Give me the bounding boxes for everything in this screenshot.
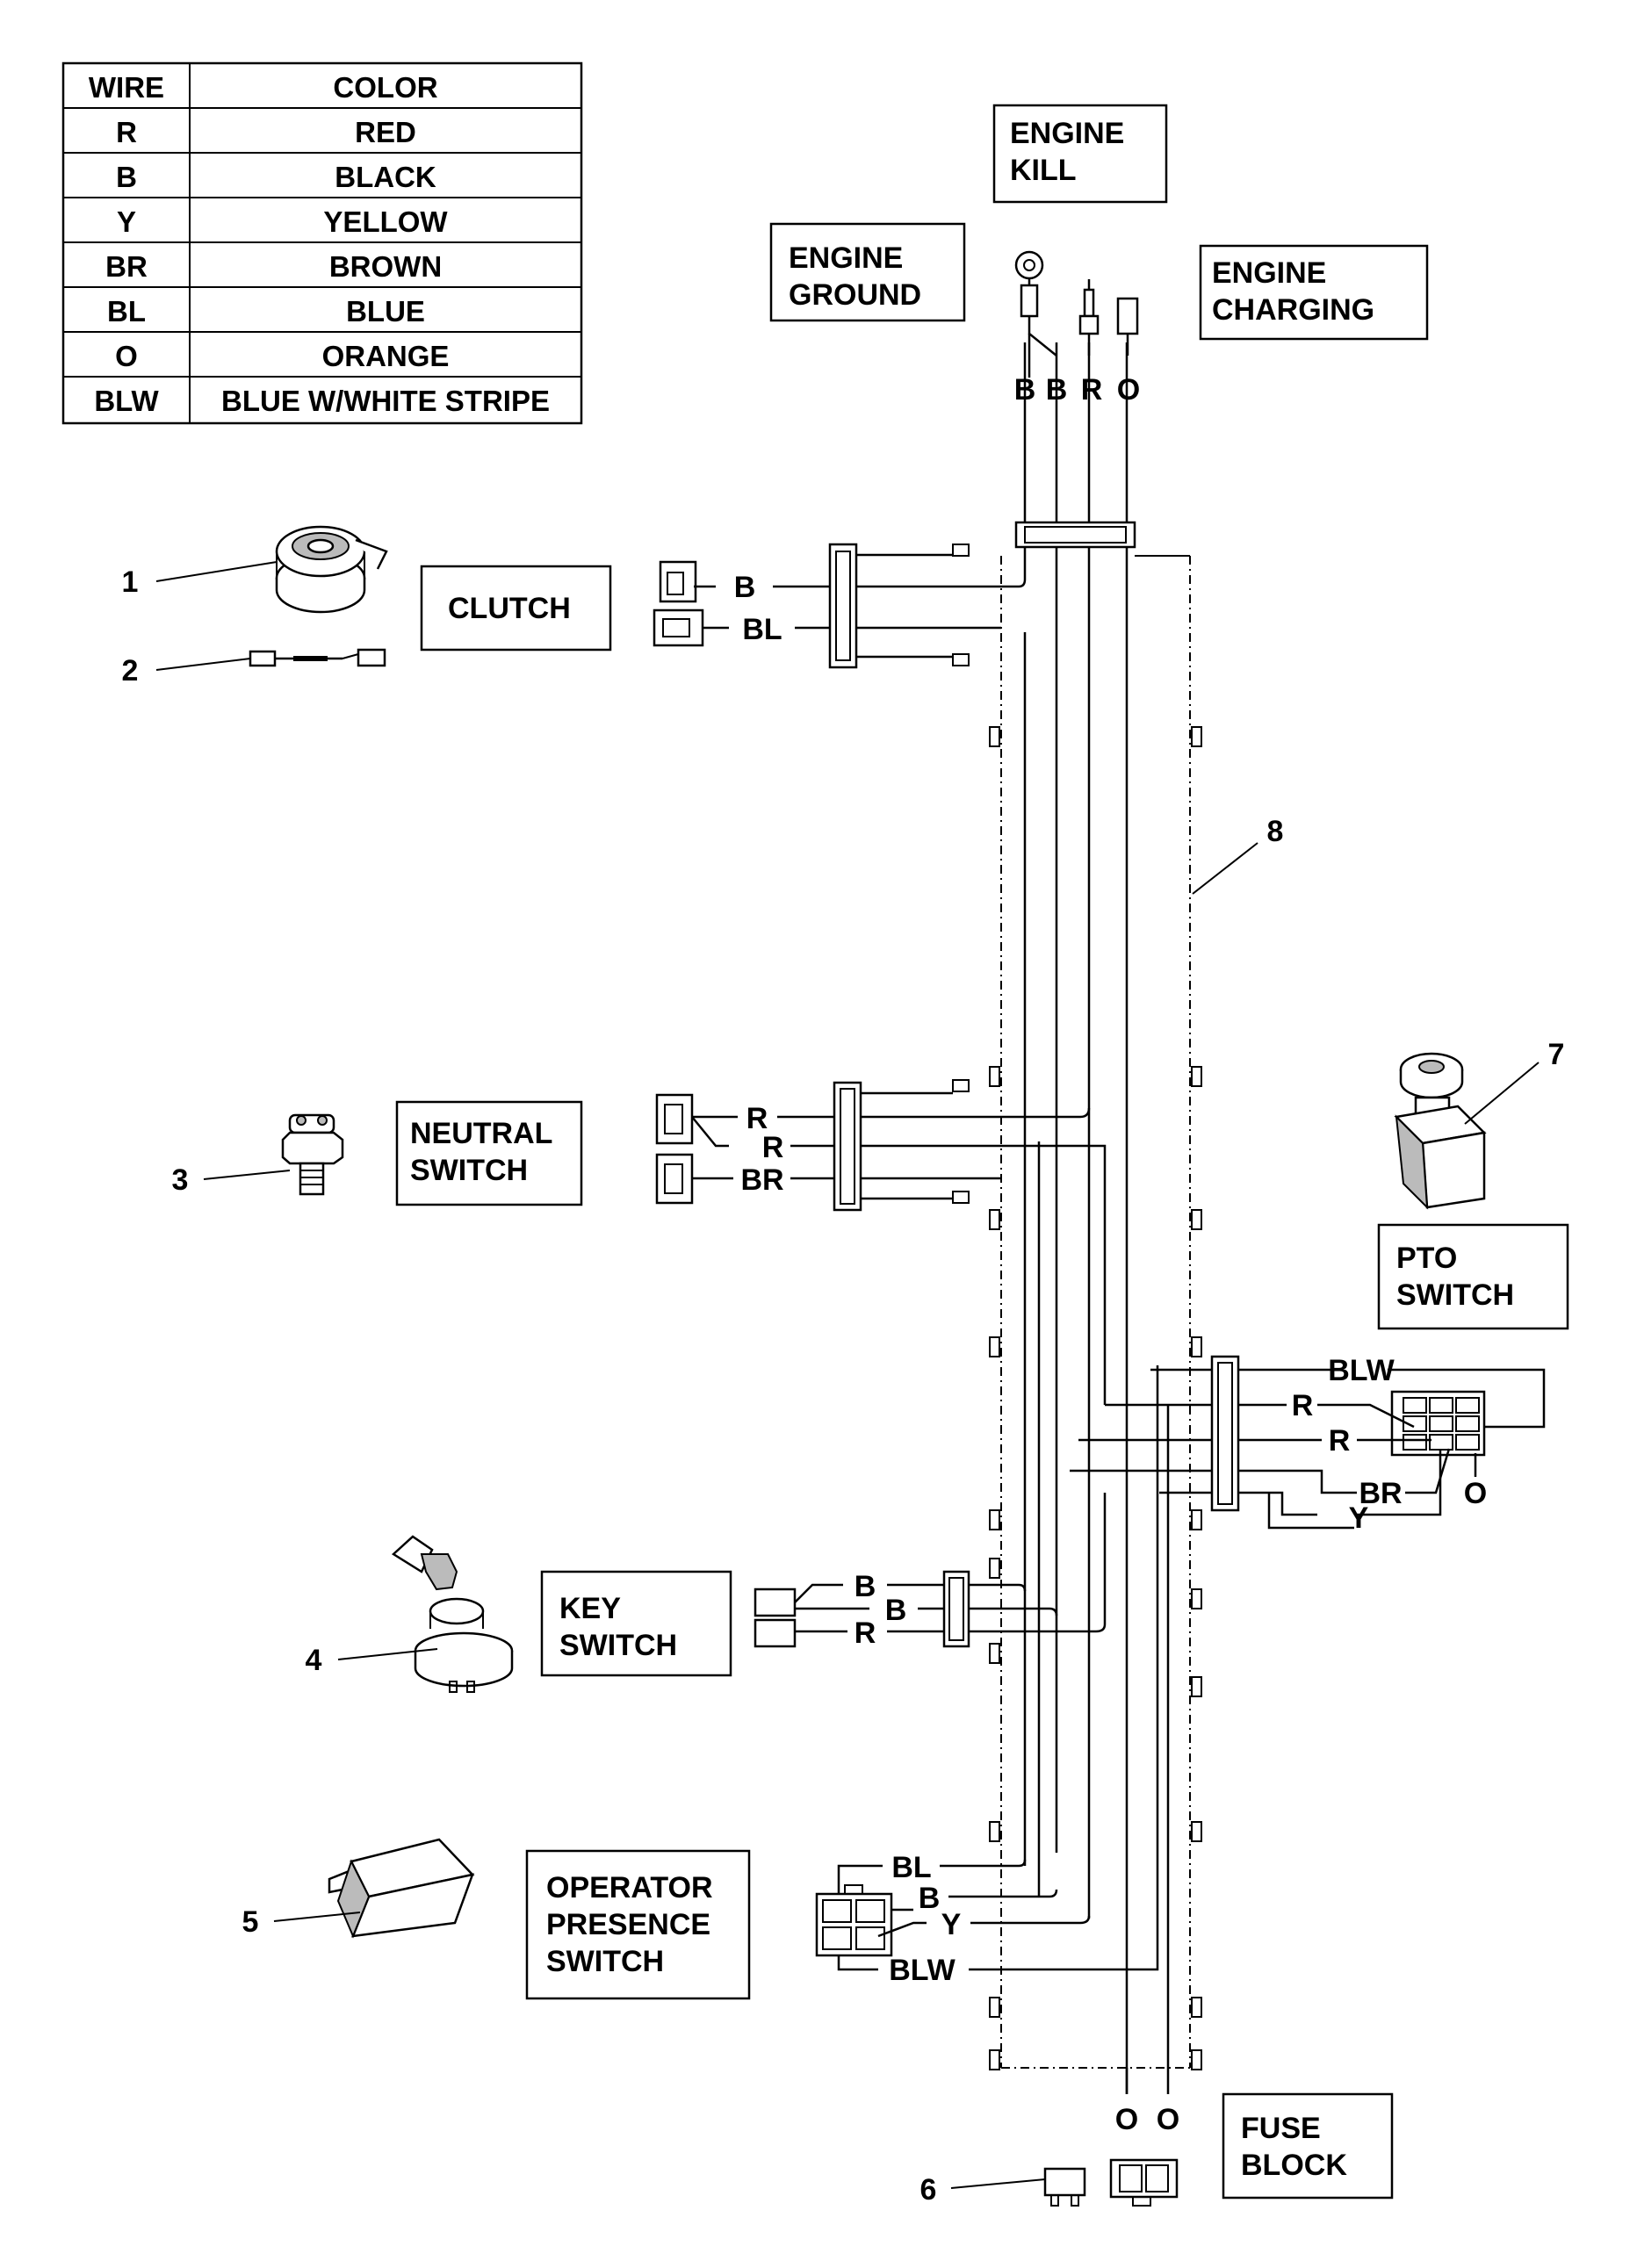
wire-label: O: [1157, 2103, 1179, 2136]
clutch-part-image: [275, 525, 388, 614]
neutral-switch-part-image: [281, 1113, 344, 1196]
neutral-switch-box: NEUTRAL SWITCH: [395, 1100, 583, 1206]
clutch-label: CLUTCH: [448, 592, 571, 625]
operator-presence-label-2: PRESENCE: [546, 1908, 710, 1941]
fuse-block-label-1: FUSE: [1241, 2112, 1321, 2145]
engine-wire-labels: B B R O: [1014, 373, 1141, 407]
callout-7: 7: [1548, 1038, 1565, 1071]
engine-ground-label-1: ENGINE: [789, 241, 903, 275]
key-switch-label-1: KEY: [559, 1592, 621, 1625]
legend-code: R: [116, 116, 137, 148]
wire-label: BR: [1359, 1477, 1402, 1510]
clutch-box: CLUTCH: [420, 565, 612, 652]
callout-5: 5: [242, 1905, 259, 1939]
callout-1: 1: [122, 565, 139, 599]
wire-label: B: [1014, 373, 1036, 407]
operator-presence-label-3: SWITCH: [546, 1945, 664, 1978]
legend-color: RED: [355, 116, 416, 148]
wire-label: Y: [941, 1908, 962, 1941]
fuse-part-image: [1043, 2167, 1086, 2207]
key-switch-connector: B B R: [754, 1493, 1107, 1650]
harness-clips: [952, 544, 1202, 2070]
engine-kill-label-2: KILL: [1010, 154, 1077, 187]
main-harness: [952, 342, 1202, 2094]
callouts: 1 2 3 4 5 6 7 8: [122, 561, 1565, 2207]
legend-code: Y: [117, 205, 136, 238]
engine-ground-label-2: GROUND: [789, 278, 921, 312]
legend-color: BLUE: [346, 295, 425, 328]
pto-switch-connector: BLW R R BR Y O: [1070, 1354, 1546, 1535]
neutral-switch-label-1: NEUTRAL: [410, 1117, 552, 1150]
wire-label: R: [1081, 373, 1103, 407]
jumper-part-image: [249, 648, 386, 667]
operator-presence-part-image: [328, 1838, 475, 1939]
legend-code: O: [115, 340, 138, 372]
key-switch-label-2: SWITCH: [559, 1629, 677, 1662]
wire-label: R: [1329, 1424, 1351, 1458]
legend-code: BLW: [94, 385, 159, 417]
engine-ground-box: ENGINE GROUND: [769, 222, 966, 322]
wire-label: O: [1117, 373, 1140, 407]
fuse-block-box: FUSE BLOCK: [1222, 2092, 1394, 2200]
wire-label: BLW: [889, 1954, 956, 1987]
legend-color: BLACK: [335, 161, 436, 193]
wire-label: R: [746, 1102, 768, 1135]
engine-kill-label-1: ENGINE: [1010, 117, 1124, 150]
callout-4: 4: [306, 1644, 322, 1677]
operator-presence-label-1: OPERATOR: [546, 1871, 713, 1904]
legend-code: BR: [105, 250, 148, 283]
wire-label: BL: [891, 1851, 931, 1884]
pto-switch-part-image: [1394, 1052, 1487, 1210]
wire-label: R: [762, 1131, 784, 1164]
legend-color: ORANGE: [322, 340, 450, 372]
neutral-switch-label-2: SWITCH: [410, 1154, 528, 1187]
wire-label: B: [885, 1594, 907, 1627]
key-switch-box: KEY SWITCH: [540, 1570, 732, 1677]
wire-label: O: [1115, 2103, 1138, 2136]
callout-3: 3: [172, 1163, 189, 1197]
wire-label: B: [734, 571, 756, 604]
wire-label: BLW: [1328, 1354, 1395, 1387]
wire-label: B: [855, 1570, 876, 1603]
legend-color: BLUE W/WHITE STRIPE: [221, 385, 550, 417]
legend-color: BROWN: [329, 250, 442, 283]
engine-kill-box: ENGINE KILL: [992, 104, 1168, 204]
operator-presence-switch-box: OPERATOR PRESENCE SWITCH: [525, 1849, 751, 2000]
callout-8: 8: [1267, 815, 1284, 848]
wire-label: R: [1292, 1389, 1314, 1422]
key-switch-part-image: [391, 1535, 514, 1693]
clutch-connector: B BL: [653, 543, 1027, 669]
neutral-switch-connector: R R BR: [655, 1081, 1107, 1405]
wire-color-legend: WIRE COLOR R RED B BLACK Y YELLOW BR BRO…: [61, 61, 583, 425]
engine-terminals: [1014, 250, 1139, 378]
engine-charging-label-2: CHARGING: [1212, 293, 1374, 327]
wire-label: R: [855, 1616, 876, 1650]
engine-charging-label-1: ENGINE: [1212, 256, 1326, 290]
operator-presence-connector: BL B Y BLW: [815, 1365, 1159, 1987]
legend-header-wire: WIRE: [89, 71, 164, 104]
wire-label: B: [919, 1882, 941, 1915]
legend-color: YELLOW: [323, 205, 448, 238]
wire-label: B: [1046, 373, 1068, 407]
callout-6: 6: [920, 2173, 937, 2207]
pto-switch-label-1: PTO: [1396, 1242, 1457, 1275]
wire-label: BL: [742, 613, 782, 646]
fuse-block-label-2: BLOCK: [1241, 2149, 1347, 2182]
wire-label: Y: [1349, 1501, 1369, 1535]
wire-label: BR: [740, 1163, 783, 1197]
fuse-block-connector: O O: [1109, 1405, 1179, 2207]
legend-header-color: COLOR: [333, 71, 437, 104]
pto-switch-box: PTO SWITCH: [1377, 1223, 1569, 1330]
legend-code: BL: [107, 295, 146, 328]
pto-switch-label-2: SWITCH: [1396, 1278, 1514, 1312]
legend-code: B: [116, 161, 137, 193]
callout-2: 2: [122, 654, 139, 688]
engine-charging-box: ENGINE CHARGING: [1199, 244, 1429, 341]
wire-label: O: [1464, 1477, 1487, 1510]
